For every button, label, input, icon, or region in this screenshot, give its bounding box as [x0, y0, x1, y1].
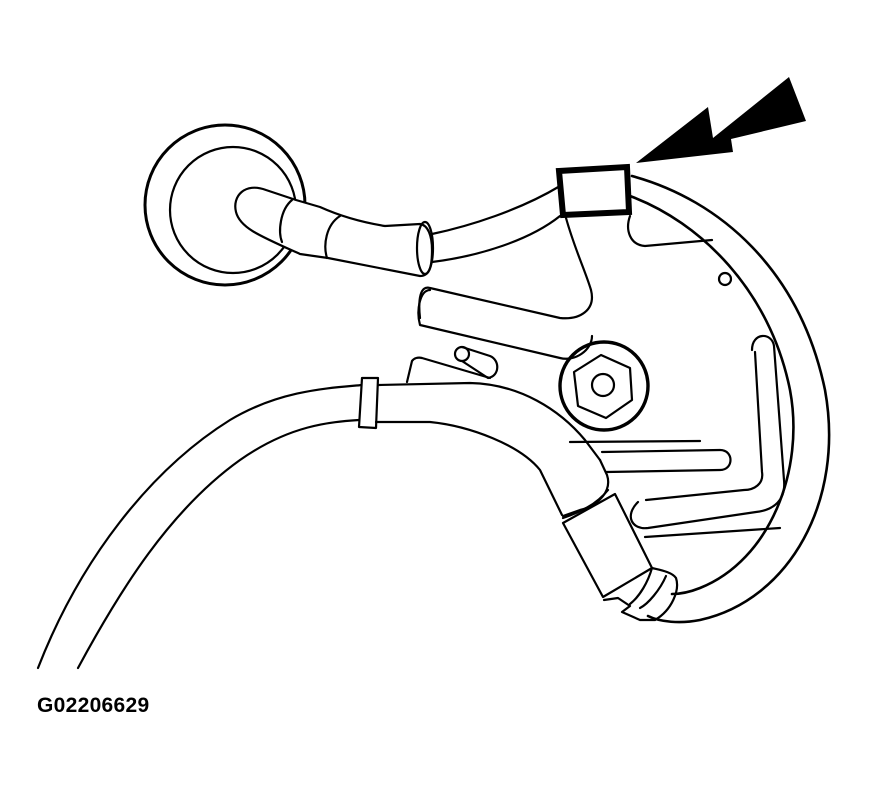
hex-bolt-icon — [558, 340, 650, 432]
mounting-plate — [405, 214, 786, 539]
lower-connector — [561, 458, 679, 622]
outer-shield — [628, 174, 831, 624]
figure-id-label: G02206629 — [37, 694, 150, 717]
upper-harness — [234, 184, 562, 278]
harness-clip — [555, 163, 633, 219]
callout-arrow-icon — [636, 77, 806, 163]
lower-harness — [36, 376, 602, 670]
